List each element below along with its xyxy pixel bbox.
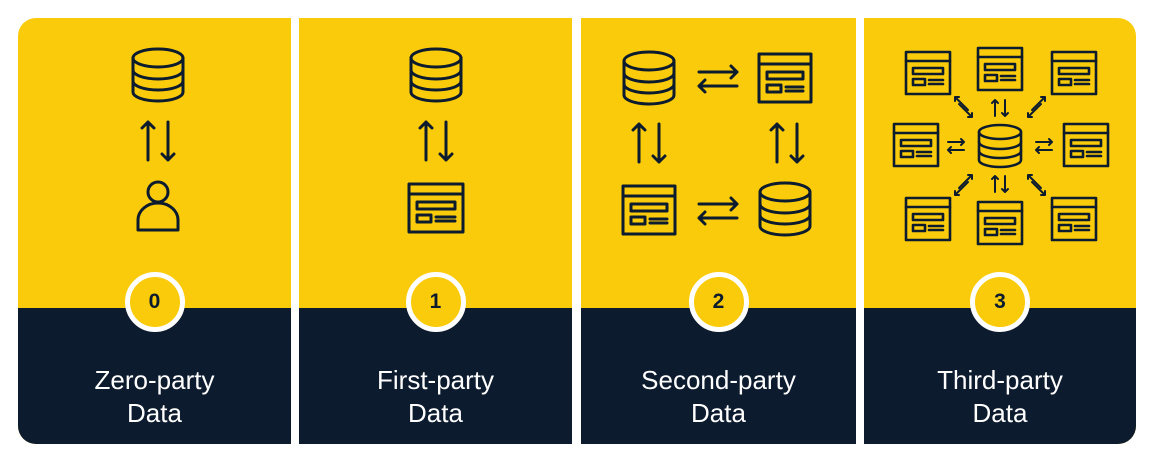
database-icon [758,181,812,237]
card-zero-party-icons [18,18,291,278]
card-title: Third-party [937,365,1063,395]
window-icon [904,50,952,96]
card-title: Zero-party [94,365,215,395]
bidirectional-arrows-icon [631,122,667,164]
card-label: First-party Data [299,364,572,430]
card-zero-party: 0 Zero-party Data [18,18,291,444]
card-second-party: 2 Second-party Data [581,18,856,444]
card-third-party-icons [864,18,1136,278]
window-icon [904,196,952,242]
database-icon [409,47,463,103]
card-label: Second-party Data [581,364,856,430]
card-first-party-icons [299,18,572,278]
bidirectional-arrows-icon [140,120,176,162]
card-label: Third-party Data [864,364,1136,430]
step-badge: 0 [124,272,185,332]
database-icon [977,123,1023,169]
card-title: Second-party [641,365,796,395]
window-icon [757,52,813,104]
window-icon [1050,196,1098,242]
database-icon [131,47,185,103]
card-subtitle: Data [408,398,463,428]
window-icon [1050,50,1098,96]
step-badge: 1 [405,272,466,332]
card-second-party-icons [581,18,856,278]
card-subtitle: Data [691,398,746,428]
window-icon [407,182,465,234]
window-icon [621,184,677,236]
card-subtitle: Data [972,398,1028,428]
card-title: First-party [377,365,494,395]
bidirectional-arrows-icon [697,196,739,226]
card-subtitle: Data [127,398,182,428]
bidirectional-arrows-icon [418,120,454,162]
window-icon [976,46,1024,92]
step-badge: 3 [970,272,1030,332]
card-label: Zero-party Data [18,364,291,430]
card-first-party: 1 First-party Data [299,18,572,444]
bidirectional-arrows-icon [769,122,805,164]
step-badge: 2 [688,272,749,332]
window-icon [1062,122,1110,168]
window-icon [892,122,940,168]
bidirectional-arrows-icon [947,96,1053,196]
window-icon [976,200,1024,246]
database-icon [622,50,676,106]
bidirectional-arrows-icon [697,64,739,94]
user-icon [136,180,180,232]
card-third-party: 3 Third-party Data [864,18,1136,444]
data-types-diagram: 0 Zero-party Data [18,18,1136,444]
